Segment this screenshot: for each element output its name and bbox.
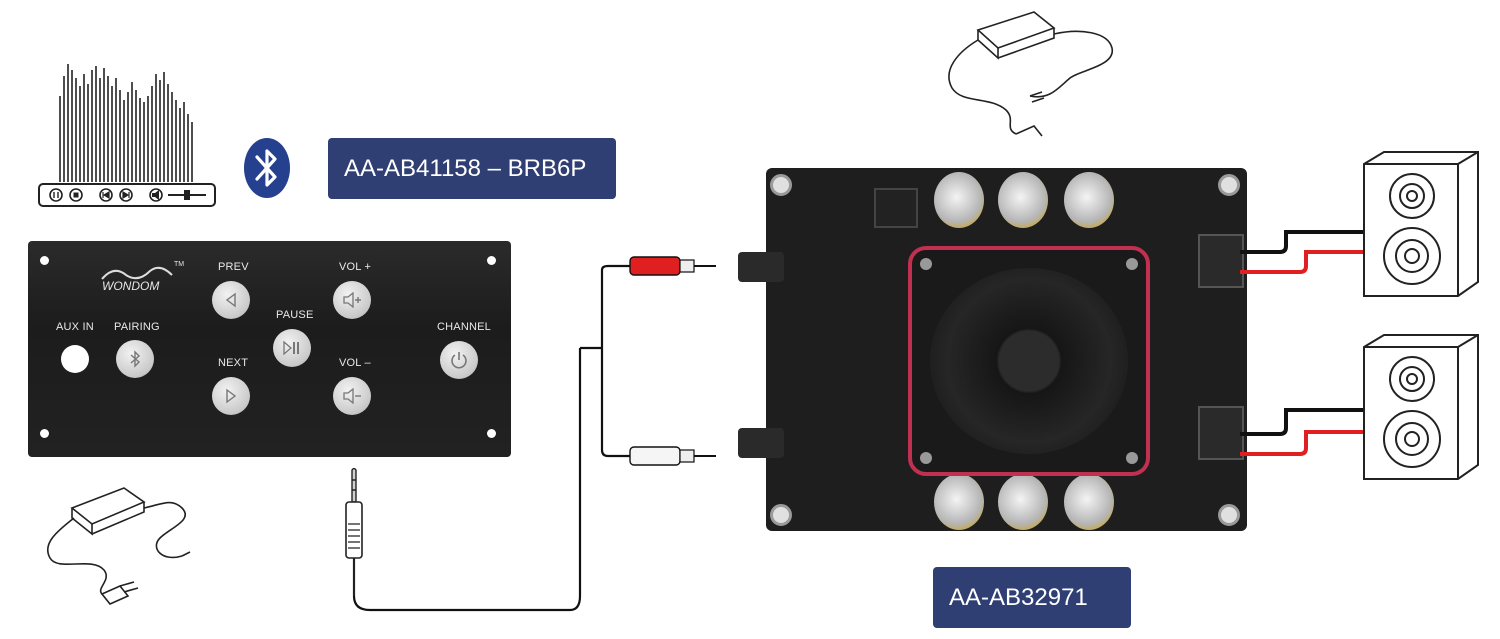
next-label: NEXT	[218, 357, 249, 369]
pause-label: PAUSE	[276, 309, 314, 321]
bluetooth-icon	[243, 137, 291, 199]
prev-button[interactable]	[212, 281, 250, 319]
vol-up-button[interactable]	[333, 281, 371, 319]
power-icon	[451, 352, 467, 369]
bluetooth-icon	[130, 350, 141, 368]
bluetooth-module-label-text: AA-AB41158 – BRB6P	[344, 154, 587, 182]
rca-input-jack[interactable]	[738, 428, 784, 458]
play-pause-icon	[283, 340, 299, 356]
capacitor	[1064, 172, 1114, 228]
bluetooth-module-label: AA-AB41158 – BRB6P	[328, 138, 616, 199]
amplifier-board-label: AA-AB32971	[933, 567, 1131, 628]
mounting-hole	[40, 256, 49, 265]
mounting-hole	[1218, 174, 1240, 196]
speaker-output-terminal[interactable]	[1198, 406, 1244, 460]
aux-plug-icon	[340, 467, 370, 598]
mounting-hole	[770, 174, 792, 196]
volume-up-icon	[343, 292, 361, 308]
vol-up-label: VOL +	[339, 261, 372, 273]
wondom-logo: WONDOM TM	[100, 261, 190, 295]
equalizer-icon	[36, 56, 220, 212]
brand-text: WONDOM	[102, 279, 160, 293]
pause-button[interactable]	[273, 329, 311, 367]
speaker-icon	[1362, 333, 1480, 480]
speaker-wires	[1240, 230, 1368, 456]
trademark-text: TM	[174, 261, 185, 268]
mounting-hole	[770, 504, 792, 526]
aux-in-label: AUX IN	[56, 321, 94, 333]
speaker-output-terminal[interactable]	[1198, 234, 1244, 288]
channel-button[interactable]	[440, 341, 478, 379]
mounting-hole	[487, 429, 496, 438]
speaker-icon	[1362, 150, 1480, 297]
capacitor	[998, 474, 1048, 530]
aux-in-jack[interactable]	[61, 345, 89, 373]
rca-cable-icon	[352, 256, 716, 612]
power-adapter-icon	[930, 8, 1120, 143]
mounting-hole	[40, 429, 49, 438]
rca-input-jack[interactable]	[738, 252, 784, 282]
capacitor	[934, 474, 984, 530]
channel-label: CHANNEL	[437, 321, 491, 333]
pairing-label: PAIRING	[114, 321, 160, 333]
capacitor	[998, 172, 1048, 228]
vol-down-label: VOL –	[339, 357, 371, 369]
capacitor	[934, 172, 984, 228]
amplifier-board	[738, 168, 1247, 531]
mounting-hole	[487, 256, 496, 265]
control-panel: WONDOM TM AUX IN PAIRING PREV NEXT PAUSE…	[28, 241, 511, 457]
chevron-right-icon	[226, 388, 237, 404]
power-adapter-icon	[32, 478, 202, 608]
capacitor	[1064, 474, 1114, 530]
prev-label: PREV	[218, 261, 249, 273]
pairing-button[interactable]	[116, 340, 154, 378]
next-button[interactable]	[212, 377, 250, 415]
terminal-block	[874, 188, 918, 228]
volume-down-icon	[343, 388, 361, 404]
amplifier-board-label-text: AA-AB32971	[949, 583, 1088, 611]
chevron-left-icon	[225, 292, 236, 308]
mounting-hole	[1218, 504, 1240, 526]
vol-down-button[interactable]	[333, 377, 371, 415]
cooling-fan-icon	[908, 246, 1150, 476]
